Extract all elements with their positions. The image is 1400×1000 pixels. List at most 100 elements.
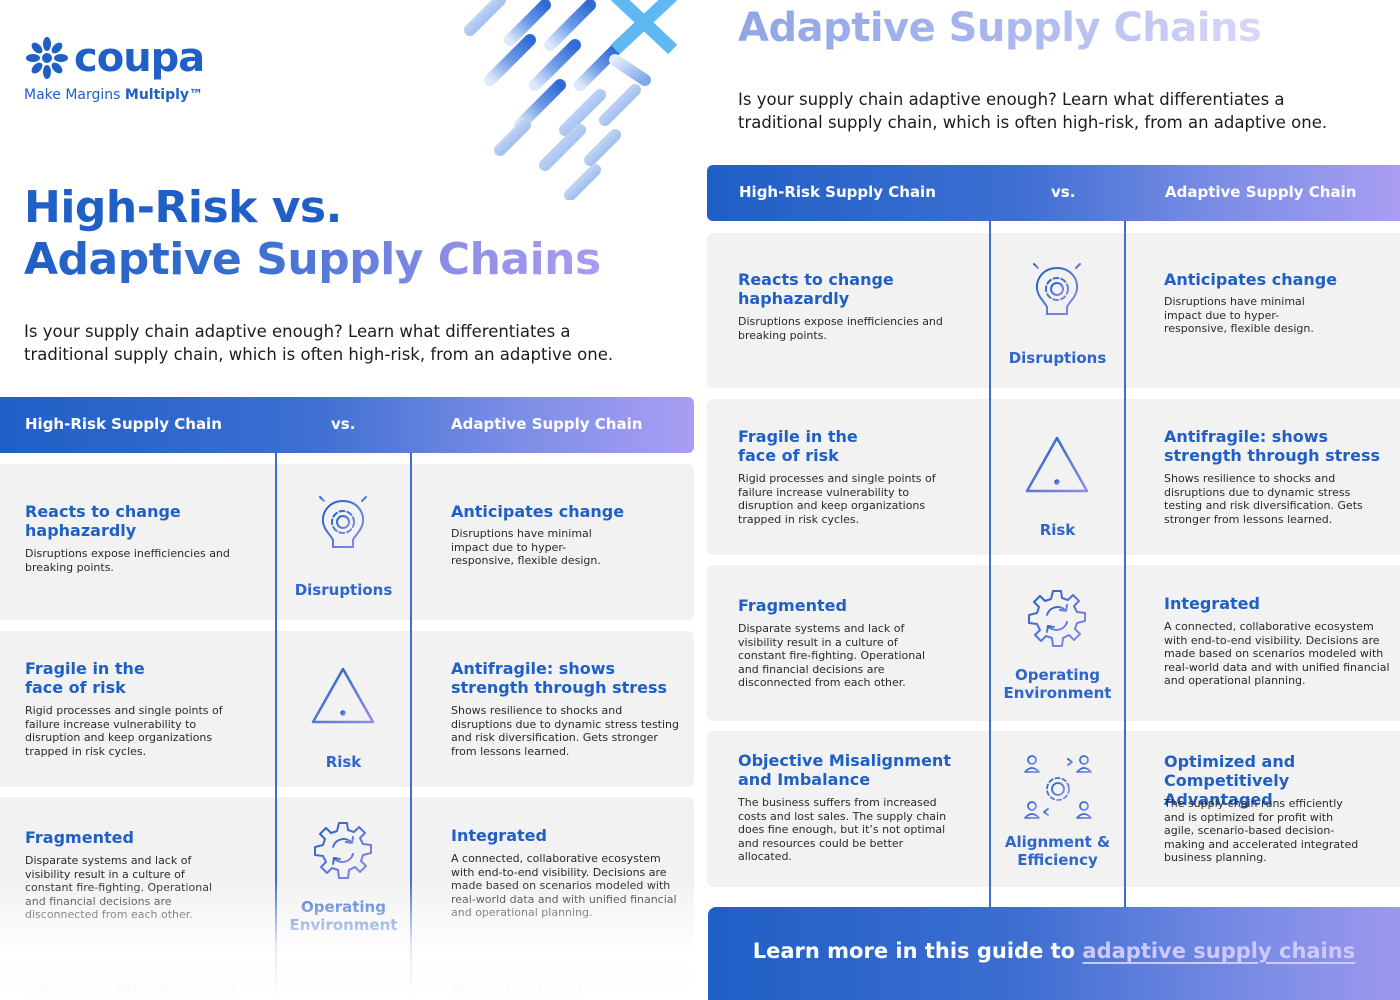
row-right-title: Integrated — [451, 826, 691, 845]
row-right-title-line: Integrated — [451, 826, 547, 845]
column-divider — [1124, 221, 1126, 907]
warning-triangle-icon — [1024, 435, 1090, 499]
tagline-bold: Multiply™ — [124, 87, 204, 103]
row-icon-label-line: Efficiency — [1017, 851, 1098, 869]
row-right-text: A connected, collaborative ecosystem wit… — [1164, 620, 1390, 687]
row-bg — [0, 464, 275, 620]
logo-wordmark: coupa — [74, 35, 205, 81]
row-right-title: Anticipates change — [451, 502, 691, 521]
row-bg — [707, 399, 989, 555]
row-bg — [277, 631, 410, 787]
bottom-fade-overlay — [0, 880, 700, 1000]
row-right-title: Integrated — [1164, 594, 1394, 613]
row-bg — [707, 731, 989, 887]
row-bg — [707, 565, 989, 721]
row-right-title: Antifragile: shows strength through stre… — [451, 659, 691, 697]
tagline: Make Margins Multiply™ — [24, 87, 203, 103]
row-left-title-line: Reacts to change — [738, 270, 894, 289]
row-right-title-line: Anticipates change — [1164, 270, 1338, 289]
comparison-header: High-Risk Supply Chain vs. Adaptive Supp… — [0, 397, 694, 453]
row-left-text: Disparate systems and lack of visibility… — [738, 622, 925, 689]
row-bg — [1126, 233, 1400, 388]
intro-line-2: traditional supply chain, which is often… — [738, 113, 1328, 132]
row-right-title-line: Optimized and — [1164, 752, 1296, 771]
row-left-title: Fragile in the face of risk — [25, 659, 265, 697]
row-left-title-line: and Imbalance — [738, 770, 871, 789]
row-right-title-line: strength through stress — [451, 678, 668, 697]
row-bg — [412, 631, 694, 787]
row-right-title-line: Antifragile: shows — [451, 659, 616, 678]
row-icon-label: Risk — [277, 753, 410, 771]
row-left-title: Reacts to change haphazardly — [25, 502, 265, 540]
cta-banner: Learn more in this guide to adaptive sup… — [708, 907, 1400, 1000]
row-right-text: The supply chain runs efficiently and is… — [1164, 797, 1359, 864]
comparison-header: High-Risk Supply Chain vs. Adaptive Supp… — [707, 165, 1400, 221]
decorative-dash-pattern — [464, 0, 678, 200]
lightbulb-gear-icon — [1020, 254, 1094, 336]
row-bg — [991, 399, 1124, 555]
row-icon-label: Disruptions — [991, 349, 1124, 367]
row-icon-label-line: Risk — [325, 753, 362, 771]
gear-cycle-icon — [311, 820, 375, 888]
row-right-title-line: Competitively Advantaged — [1164, 771, 1290, 809]
left-page: coupa Make Margins Multiply™ — [0, 0, 700, 1000]
row-left-title-line: Fragile in the — [738, 427, 858, 446]
row-left-title-line: Objective Misalignment — [738, 751, 951, 770]
column-divider — [410, 453, 412, 1000]
header-vs: vs. — [331, 415, 356, 433]
row-left-title: Fragmented — [25, 828, 265, 847]
header-vs: vs. — [1051, 183, 1076, 201]
row-right-text: Shows resilience to shocks and disruptio… — [1164, 472, 1363, 526]
row-right-title: Optimized and Competitively Advantaged — [1164, 752, 1396, 809]
row-icon-label: Alignment & Efficiency — [991, 833, 1124, 869]
row-icon-label-line: Environment — [1003, 684, 1112, 702]
row-icon-label: Risk — [991, 521, 1124, 539]
row-icon-label-line: Risk — [1039, 521, 1076, 539]
coupa-flower-icon — [26, 37, 68, 79]
row-bg — [1126, 399, 1400, 555]
row-icon-label-line: Disruptions — [294, 581, 393, 599]
title-line-1: High-Risk vs. — [24, 182, 342, 233]
coupa-logo[interactable]: coupa — [24, 35, 205, 81]
tagline-text: Make Margins — [24, 87, 125, 103]
column-divider — [989, 221, 991, 907]
row-bg — [991, 731, 1124, 887]
row-right-title: Antifragile: shows strength through stre… — [1164, 427, 1394, 465]
row-right-text: Shows resilience to shocks and disruptio… — [451, 704, 680, 758]
cta-link[interactable]: adaptive supply chains — [1082, 939, 1356, 963]
intro-line-1: Is your supply chain adaptive enough? Le… — [738, 90, 1285, 109]
row-left-title-line: face of risk — [738, 446, 839, 465]
row-left-title-line: Fragile in the — [25, 659, 145, 678]
row-bg — [1126, 565, 1400, 721]
row-right-title: Anticipates change — [1164, 270, 1394, 289]
row-left-title-line: Fragmented — [738, 596, 847, 615]
row-bg — [707, 233, 989, 388]
row-left-title: Reacts to change haphazardly — [738, 270, 978, 308]
intro-line-2: traditional supply chain, which is often… — [24, 345, 614, 364]
right-page: Adaptive Supply Chains Is your supply ch… — [700, 0, 1400, 1000]
cta-prefix: Learn more in this guide to — [752, 939, 1083, 963]
page-title: High-Risk vs. Adaptive Supply Chains — [24, 182, 601, 286]
column-divider — [275, 453, 277, 1000]
header-high-risk: High-Risk Supply Chain — [25, 415, 222, 433]
row-left-title-line: Fragmented — [25, 828, 134, 847]
title-line-2: Adaptive Supply Chains — [24, 234, 601, 285]
row-left-text: The business suffers from increased cost… — [738, 796, 947, 863]
cta-text: Learn more in this guide to adaptive sup… — [708, 939, 1400, 963]
row-left-title-line: Reacts to change — [25, 502, 181, 521]
row-right-title-line: Anticipates change — [451, 502, 625, 521]
people-network-icon — [1024, 752, 1092, 828]
row-left-title: Objective Misalignment and Imbalance — [738, 751, 983, 789]
second-page-intro: Is your supply chain adaptive enough? Le… — [738, 88, 1378, 134]
row-bg — [0, 631, 275, 787]
row-left-title-line: haphazardly — [738, 289, 850, 308]
row-left-text: Rigid processes and single points of fai… — [738, 472, 936, 526]
second-page-title: Adaptive Supply Chains — [738, 5, 1262, 51]
header-adaptive: Adaptive Supply Chain — [1165, 183, 1357, 201]
row-left-text: Rigid processes and single points of fai… — [25, 704, 223, 758]
row-right-title-line: strength through stress — [1164, 446, 1381, 465]
warning-triangle-icon — [310, 666, 376, 730]
row-left-title-line: haphazardly — [25, 521, 137, 540]
row-right-title-line: Antifragile: shows — [1164, 427, 1329, 446]
lightbulb-gear-icon — [306, 487, 380, 569]
